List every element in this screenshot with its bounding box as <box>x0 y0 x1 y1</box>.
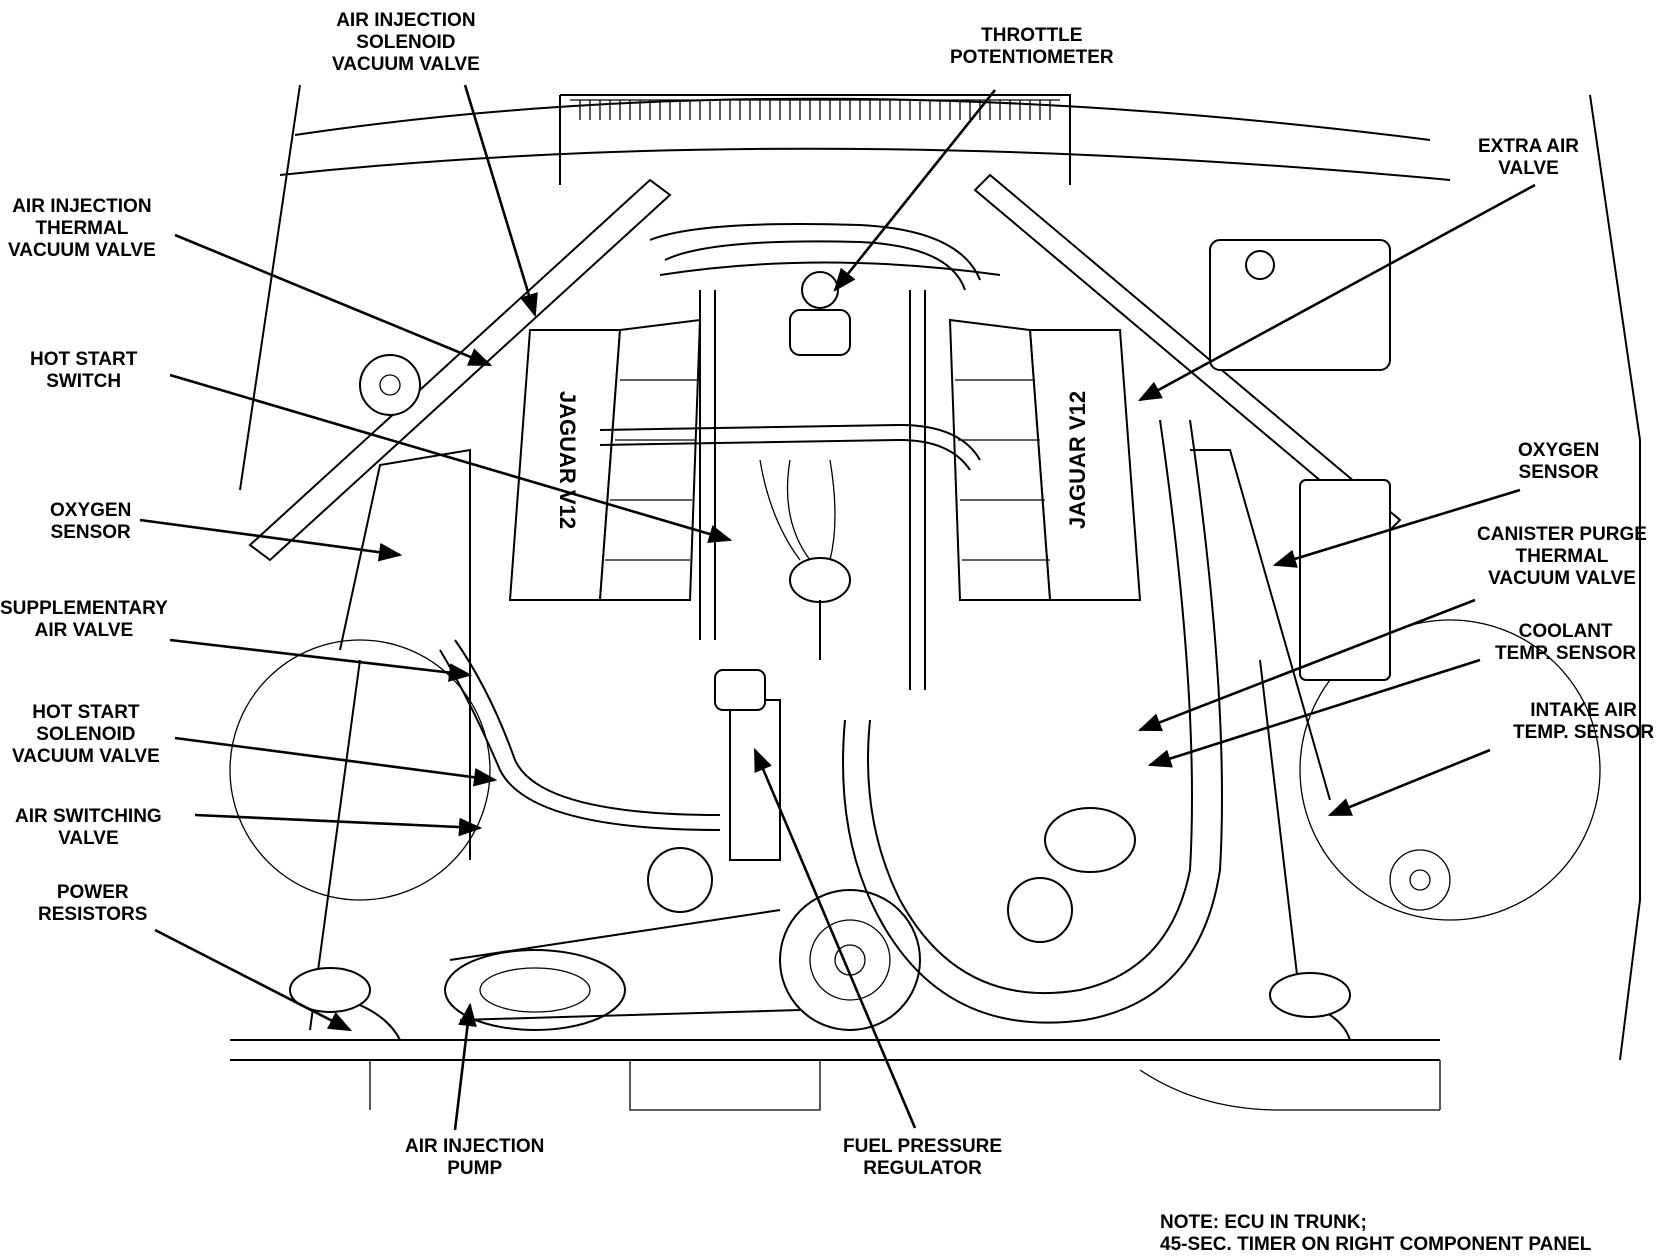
right-intake-manifold: JAGUAR V12 <box>948 318 1142 601</box>
engine-badge-right: JAGUAR V12 <box>1065 391 1090 529</box>
center-vacuum-lines <box>714 459 851 861</box>
pulleys <box>444 847 921 1031</box>
callout-leaders <box>139 84 1536 1131</box>
engine-badge-left: JAGUAR V12 <box>555 391 580 529</box>
radiator-assembly <box>229 448 1601 1031</box>
right-coolant-hose <box>842 419 1223 1024</box>
engine-bay-outline <box>230 84 1641 1111</box>
fuel-rails <box>599 223 1001 690</box>
left-hoses <box>289 239 1391 1041</box>
ecu-note: NOTE: ECU IN TRUNK;45-SEC. TIMER ON RIGH… <box>1160 1212 1592 1255</box>
left-intake-manifold: JAGUAR V12 <box>508 318 702 601</box>
